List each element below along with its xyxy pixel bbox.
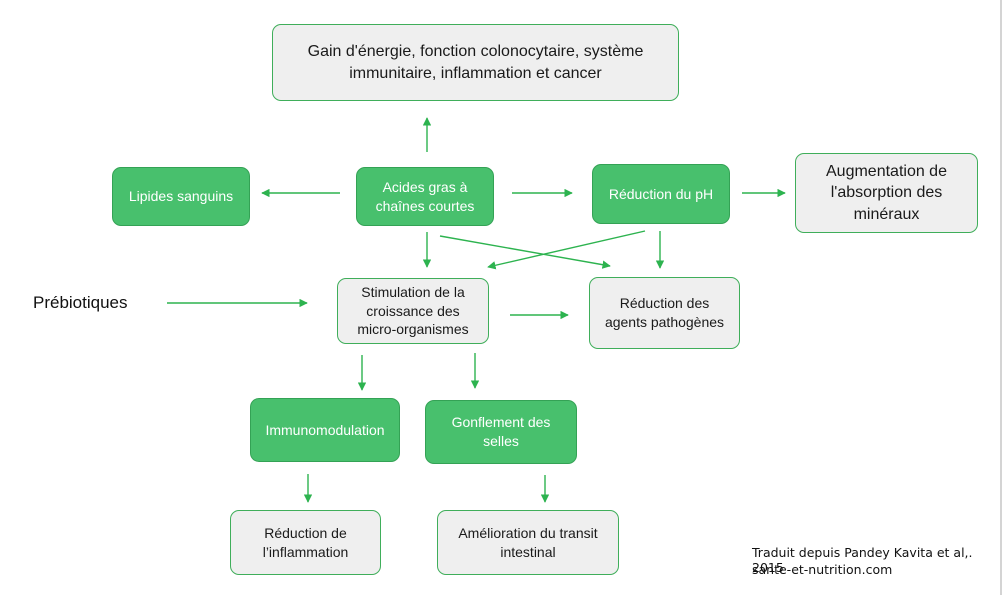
box-gonflement-selles: Gonflement des selles bbox=[425, 400, 577, 464]
box-gain-energie: Gain d'énergie, fonction colonocytaire, … bbox=[272, 24, 679, 101]
box-augmentation-absorption-text: Augmentation de l'absorption des minérau… bbox=[826, 162, 947, 223]
prebiotiques-label: Prébiotiques bbox=[33, 293, 128, 312]
box-amelioration-transit-text: Amélioration du transit intestinal bbox=[458, 524, 598, 560]
box-reduction-ph-text: Réduction du pH bbox=[608, 185, 714, 202]
box-acides-gras: Acides gras à chaînes courtes bbox=[356, 167, 494, 226]
box-reduction-inflammation-text: Réduction de l’inflammation bbox=[262, 524, 349, 560]
arrow-ph-to-stimulation bbox=[487, 230, 646, 270]
box-reduction-agents-text: Réduction des agents pathogènes bbox=[604, 295, 725, 330]
box-augmentation-absorption: Augmentation de l'absorption des minérau… bbox=[795, 153, 978, 233]
box-lipides-sanguins: Lipides sanguins bbox=[112, 167, 250, 226]
box-reduction-agents: Réduction des agents pathogènes bbox=[589, 277, 740, 349]
box-acides-gras-text: Acides gras à chaînes courtes bbox=[375, 178, 475, 214]
box-stimulation-croissance-text: Stimulation de la croissance des micro-o… bbox=[357, 283, 469, 338]
box-immunomodulation-text: Immunomodulation bbox=[265, 421, 385, 438]
arrow-acides-to-agents bbox=[439, 235, 611, 269]
box-immunomodulation: Immunomodulation bbox=[250, 398, 400, 462]
box-reduction-inflammation: Réduction de l’inflammation bbox=[230, 510, 381, 575]
box-gain-energie-text: Gain d'énergie, fonction colonocytaire, … bbox=[307, 42, 644, 82]
box-amelioration-transit: Amélioration du transit intestinal bbox=[437, 510, 619, 575]
right-border-line bbox=[1000, 0, 1002, 595]
box-stimulation-croissance: Stimulation de la croissance des micro-o… bbox=[337, 278, 489, 344]
box-reduction-ph: Réduction du pH bbox=[592, 164, 730, 224]
box-gonflement-selles-text: Gonflement des selles bbox=[451, 414, 551, 449]
box-lipides-sanguins-text: Lipides sanguins bbox=[128, 188, 234, 205]
credit-source: Traduit depuis Pandey Kavita et al,. 201… bbox=[752, 545, 973, 575]
credit-website: sante-et-nutrition.com bbox=[752, 562, 893, 577]
